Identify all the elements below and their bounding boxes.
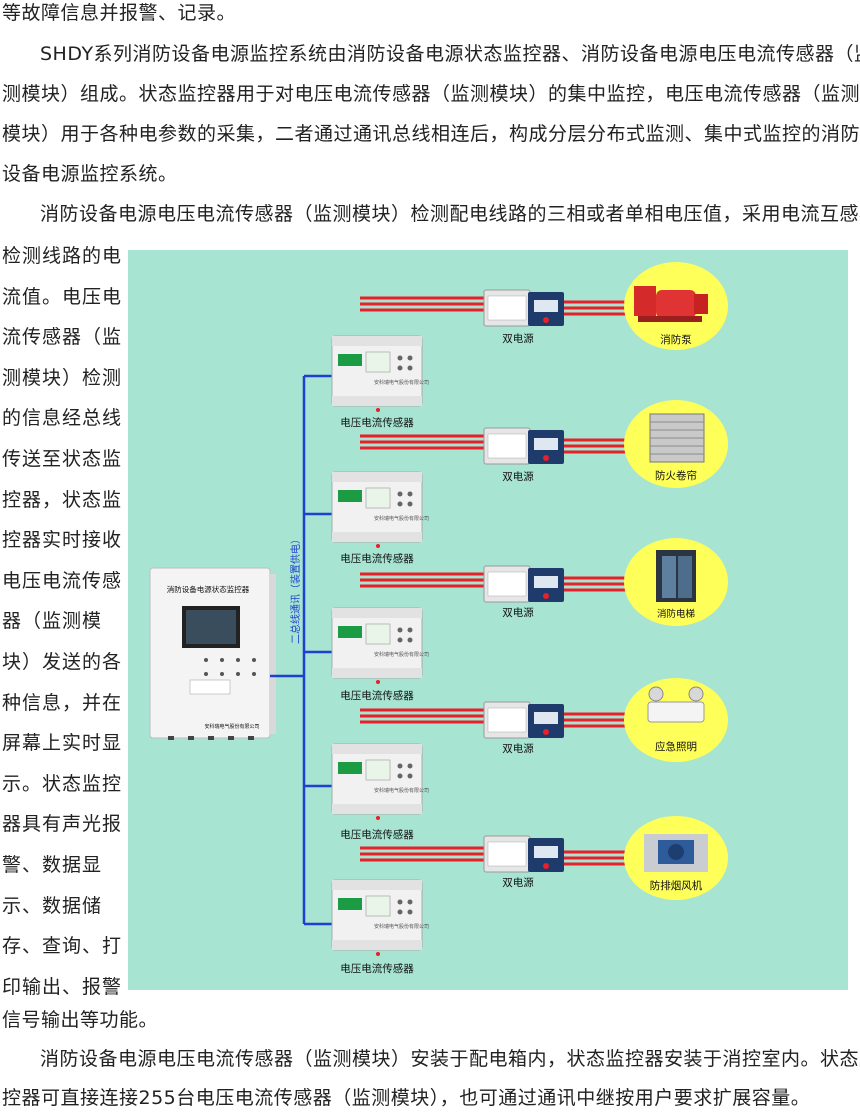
sensor-label: 电压电流传感器	[340, 828, 414, 841]
load-label: 防排烟风机	[650, 879, 703, 892]
dual-power-switch	[483, 289, 564, 327]
load-fire-elevator: 消防电梯	[624, 538, 728, 626]
dual-power-label: 双电源	[502, 876, 534, 889]
load-label: 应急照明	[655, 740, 697, 753]
sensor-label: 电压电流传感器	[340, 962, 414, 975]
branch-row: 安科瑞电气股份有限公司 电压电流传感器 双电源 消防泵	[331, 262, 728, 429]
paragraph-line: 等故障信息并报警、记录。	[2, 2, 237, 24]
branch-row: 安科瑞电气股份有限公司 电压电流传感器 双电源 防火卷帘	[331, 400, 728, 565]
branch-row: 安科瑞电气股份有限公司 电压电流传感器 双电源 应急照明	[331, 678, 728, 841]
system-diagram: 消防设备电源状态监控器 安科瑞电气股份有限公司 二总线通讯（装置供电） 安科瑞电…	[128, 250, 848, 990]
side-text-line: 检测线路的电	[2, 245, 123, 267]
paragraph-line: 控器可直接连接255台电压电流传感器（监测模块），也可通过通讯中继按用户要求扩展…	[2, 1087, 811, 1109]
monitor-footer: 安科瑞电气股份有限公司	[204, 723, 259, 730]
paragraph-line: 测模块）组成。状态监控器用于对电压电流传感器（监测模块）的集中监控，电压电流传感…	[2, 83, 860, 105]
side-text-line: 器具有声光报	[2, 813, 123, 836]
side-text-line: 印输出、报警	[2, 975, 123, 998]
paragraph-line: 模块）用于各种电参数的采集，二者通过通讯总线相连后，构成分层分布式监测、集中式监…	[2, 123, 860, 145]
side-text-line: 测模块）检测	[2, 366, 123, 389]
paragraph-line: 消防设备电源电压电流传感器（监测模块）检测配电线路的三相或者单相电压值，采用电流…	[40, 203, 860, 225]
side-text-line: 流值。电压电	[2, 285, 123, 308]
svg-text:安科瑞电气股份有限公司: 安科瑞电气股份有限公司	[374, 651, 429, 658]
status-monitor-cabinet: 消防设备电源状态监控器 安科瑞电气股份有限公司	[149, 567, 276, 740]
load-label: 防火卷帘	[655, 469, 697, 482]
load-fire-pump: 消防泵	[624, 262, 728, 350]
sensor-label: 电压电流传感器	[340, 416, 414, 429]
sensor-module: 安科瑞电气股份有限公司	[331, 335, 429, 412]
dual-power-switch	[483, 565, 564, 603]
load-smoke-fan: 防排烟风机	[624, 816, 728, 900]
dual-power-label: 双电源	[502, 606, 534, 619]
side-text-line: 的信息经总线	[2, 407, 123, 430]
side-text-line: 警、数据显	[2, 853, 103, 876]
side-text-line: 块）发送的各	[2, 650, 123, 673]
side-text-line: 流传感器（监	[2, 326, 123, 349]
sensor-module: 安科瑞电气股份有限公司	[331, 743, 429, 820]
paragraph-line: SHDY系列消防设备电源监控系统由消防设备电源状态监控器、消防设备电源电压电流传…	[40, 43, 860, 65]
side-text-line: 器（监测模	[2, 610, 103, 633]
side-text-line: 传送至状态监	[2, 447, 123, 470]
dual-power-label: 双电源	[502, 742, 534, 755]
svg-text:安科瑞电气股份有限公司: 安科瑞电气股份有限公司	[374, 923, 429, 930]
bus-label: 二总线通讯（装置供电）	[289, 534, 302, 644]
svg-text:安科瑞电气股份有限公司: 安科瑞电气股份有限公司	[374, 379, 429, 386]
svg-text:安科瑞电气股份有限公司: 安科瑞电气股份有限公司	[374, 787, 429, 794]
dual-power-switch	[483, 701, 564, 739]
load-label: 消防电梯	[657, 608, 696, 620]
sensor-module: 安科瑞电气股份有限公司	[331, 879, 429, 956]
side-text-line: 存、查询、打	[2, 935, 123, 958]
sensor-label: 电压电流传感器	[340, 552, 414, 565]
paragraph-line: 设备电源监控系统。	[2, 163, 178, 185]
monitor-title: 消防设备电源状态监控器	[167, 584, 250, 594]
side-text-line: 控器实时接收	[2, 529, 123, 552]
side-text-line: 种信息，并在	[2, 691, 123, 714]
dual-power-switch	[483, 835, 564, 873]
load-fire-shutter: 防火卷帘	[624, 400, 728, 488]
side-text-line: 示、数据储	[2, 894, 103, 917]
load-label: 消防泵	[660, 333, 692, 346]
dual-power-label: 双电源	[502, 332, 534, 345]
dual-power-label: 双电源	[502, 470, 534, 483]
branch-row: 安科瑞电气股份有限公司 电压电流传感器 双电源 消防电梯	[331, 538, 728, 702]
sensor-module: 安科瑞电气股份有限公司	[331, 607, 429, 684]
sensor-label: 电压电流传感器	[340, 689, 414, 702]
paragraph-line: 消防设备电源电压电流传感器（监测模块）安装于配电箱内，状态监控器安装于消控室内。…	[40, 1048, 860, 1070]
side-text-line: 示。状态监控	[2, 772, 123, 795]
side-text-line: 电压电流传感	[2, 569, 123, 592]
side-text-line: 屏幕上实时显	[2, 732, 123, 755]
svg-text:安科瑞电气股份有限公司: 安科瑞电气股份有限公司	[374, 515, 429, 522]
bus-lines	[270, 374, 332, 926]
sensor-module: 安科瑞电气股份有限公司	[331, 471, 429, 548]
side-text-line: 控器，状态监	[2, 488, 123, 511]
paragraph-line: 信号输出等功能。	[2, 1009, 159, 1031]
side-text-column: 检测线路的电 流值。电压电 流传感器（监 测模块）检测 的信息经总线 传送至状态…	[2, 236, 122, 1007]
dual-power-switch	[483, 427, 564, 465]
branch-row: 安科瑞电气股份有限公司 电压电流传感器 双电源 防排烟风机	[331, 816, 728, 975]
load-emergency-lighting: 应急照明	[624, 678, 728, 762]
